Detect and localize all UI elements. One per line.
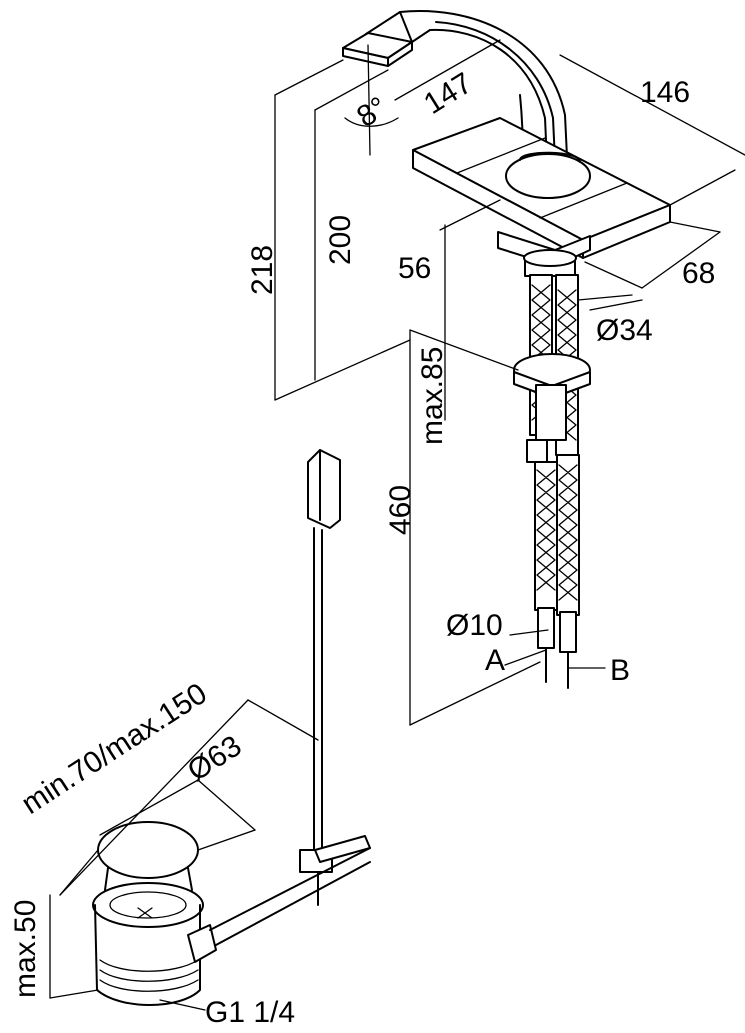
label-diameter-10: Ø10 (446, 609, 503, 642)
label-max-50: max.50 (9, 900, 42, 998)
faucet-spout (342, 10, 569, 186)
mounting-nut (513, 353, 591, 441)
label-218: 218 (246, 245, 279, 295)
label-diameter-34: Ø34 (596, 314, 653, 347)
label-68: 68 (682, 257, 715, 290)
dimension-labels: 8° 147 146 218 200 56 68 Ø34 max.85 460 … (9, 66, 715, 1029)
label-diameter-63: Ø63 (182, 729, 248, 788)
label-max-85: max.85 (416, 347, 449, 445)
label-a: A (485, 644, 505, 677)
label-b: B (610, 654, 630, 687)
label-147: 147 (418, 66, 478, 121)
faucet-base-plate (412, 117, 671, 259)
dimension-lines-drain (49, 699, 319, 1011)
drain-valve (92, 821, 371, 1006)
label-460: 460 (384, 485, 417, 535)
dimension-lines-faucet (274, 39, 745, 726)
pop-up-rod (299, 449, 371, 906)
label-g-1-1-4: G1 1/4 (205, 996, 295, 1028)
label-200: 200 (324, 215, 357, 265)
label-8-degree: 8° (351, 91, 393, 134)
label-min-70-max-150: min.70/max.150 (16, 677, 213, 821)
label-146: 146 (640, 76, 690, 109)
label-56: 56 (398, 252, 431, 285)
supply-hoses (526, 274, 580, 689)
